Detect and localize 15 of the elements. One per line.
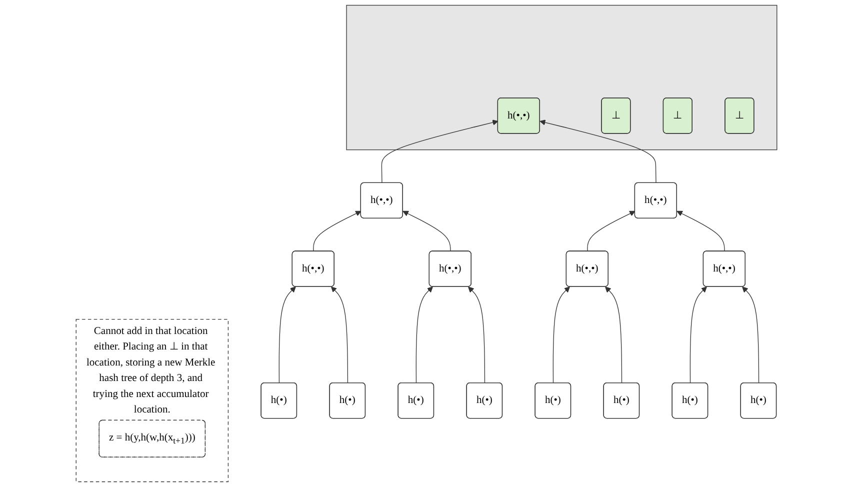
arrow	[278, 286, 296, 384]
arrow	[402, 210, 451, 252]
arrow	[552, 286, 570, 384]
cluster	[346, 4, 778, 150]
arrow	[313, 210, 362, 252]
arrow	[605, 286, 622, 384]
arrow	[742, 286, 760, 384]
arrow	[416, 286, 433, 384]
arrow	[587, 210, 636, 252]
arrow	[690, 286, 707, 384]
arrow	[330, 286, 348, 384]
arrow	[676, 210, 725, 252]
arrow	[381, 120, 498, 184]
arrow	[540, 120, 656, 184]
arrow	[468, 286, 486, 384]
